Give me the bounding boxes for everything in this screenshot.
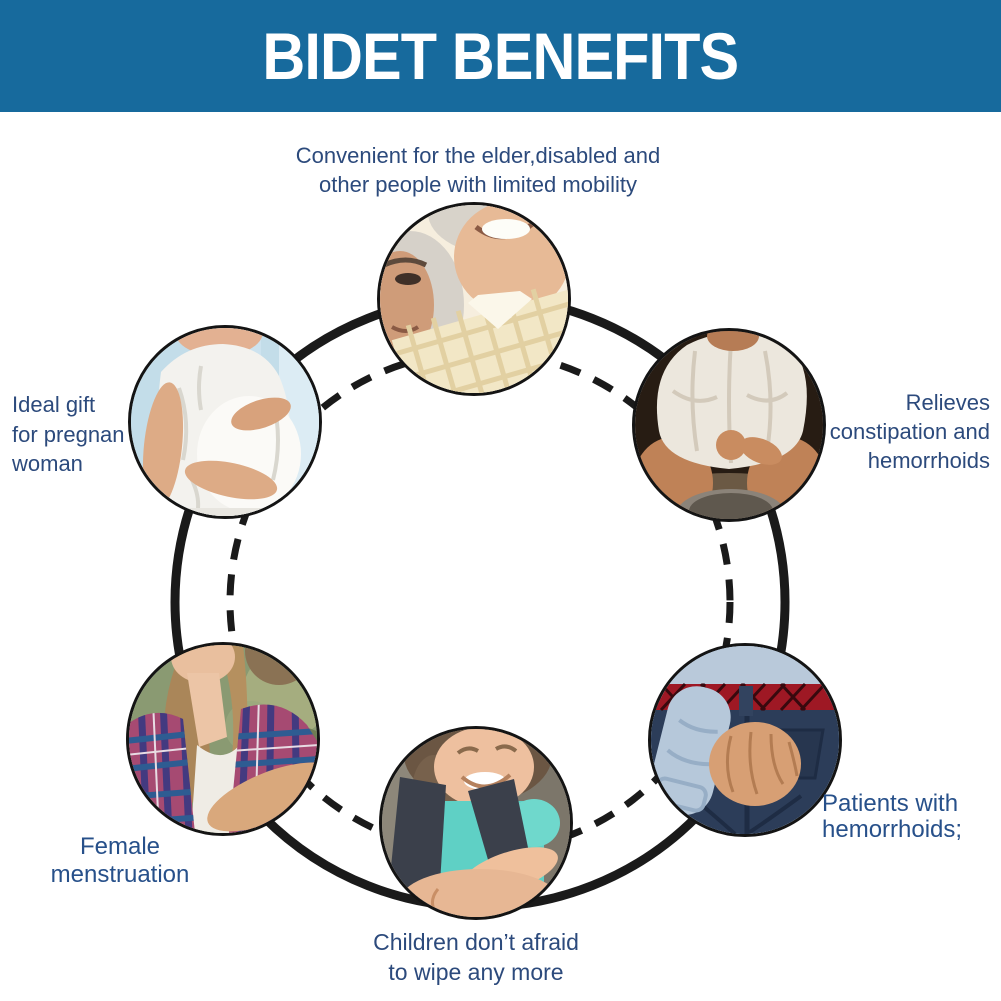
dashed-ring — [226, 348, 734, 856]
page-title: BIDET BENEFITS — [262, 19, 740, 93]
photo-elderly-couple — [377, 202, 571, 396]
photo-hand-holding-buttocks — [648, 643, 842, 837]
caption-children: Children don’t afraid to wipe any more — [373, 929, 579, 986]
photo-man-on-toilet — [632, 328, 826, 522]
hemorrhoid-patient-illustration — [651, 646, 839, 834]
caption-female: Female menstruation — [50, 833, 190, 888]
photo-young-woman — [126, 642, 320, 836]
caption-pregnant-gift: Ideal gift for pregnan woman — [12, 392, 125, 477]
caption-elderly-disabled: Convenient for the elder,disabled and ot… — [295, 143, 661, 198]
caption-constipation: Relieves constipation and hemorrhoids — [829, 390, 990, 474]
header-banner: BIDET BENEFITS — [0, 0, 1001, 112]
young-woman-illustration — [129, 645, 317, 833]
child-illustration — [382, 729, 570, 917]
pregnant-woman-illustration — [131, 328, 319, 516]
caption-hemorrhoids: Patients with hemorrhoids; — [822, 790, 963, 844]
photo-child-in-seat — [379, 726, 573, 920]
photo-pregnant-woman — [128, 325, 322, 519]
elderly-couple-illustration — [380, 205, 568, 393]
